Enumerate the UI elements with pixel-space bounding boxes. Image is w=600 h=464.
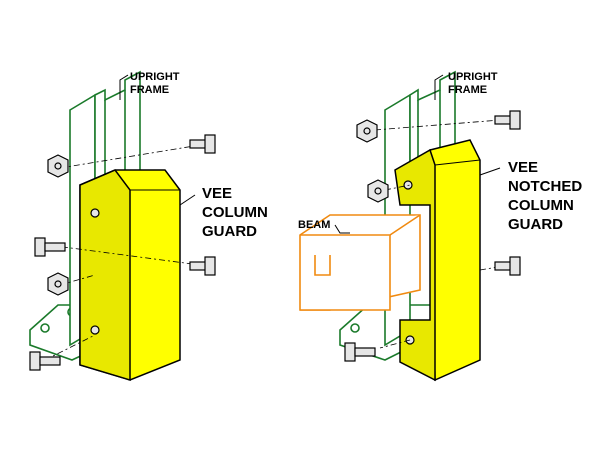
bolt-icon — [29, 351, 61, 371]
right-guard-label-line3: COLUMN — [508, 197, 574, 214]
left-bolts — [29, 134, 216, 371]
left-guard-label-line3: GUARD — [202, 223, 257, 240]
bolt-icon — [494, 110, 521, 130]
right-bolts — [344, 110, 521, 362]
bolt-icon — [494, 256, 521, 276]
left-vee-column-guard — [79, 169, 181, 382]
right-guard-leader — [479, 167, 501, 176]
left-guard-leader — [179, 194, 196, 206]
beam-leader — [334, 224, 350, 234]
bolt-icon — [344, 342, 376, 362]
hex-nut-icon — [367, 179, 389, 203]
beam-label: BEAM — [298, 219, 330, 231]
bolt-icon — [34, 237, 66, 257]
hex-nut-icon — [356, 119, 378, 143]
bolt-icon — [189, 256, 216, 276]
left-frame-label-line2: FRAME — [130, 84, 169, 96]
right-guard-label-line2: NOTCHED — [508, 178, 582, 195]
beam — [299, 214, 421, 311]
left-frame-label-line1: UPRIGHT — [130, 71, 180, 83]
right-frame-label-line1: UPRIGHT — [448, 71, 498, 83]
right-frame-leader — [434, 74, 444, 100]
left-assembly: UPRIGHT FRAME VEE COLUMN GUARD — [29, 70, 268, 382]
right-frame-label-line2: FRAME — [448, 84, 487, 96]
right-guard-label-line4: GUARD — [508, 216, 563, 233]
right-assembly: UPRIGHT FRAME VEE NOTCHED COLUMN GUARD B… — [298, 70, 582, 382]
right-vee-notched-column-guard — [394, 139, 481, 382]
left-frame-leader — [119, 74, 129, 100]
left-guard-label-line1: VEE — [202, 185, 232, 202]
left-guard-label-line2: COLUMN — [202, 204, 268, 221]
hex-nut-icon — [47, 272, 69, 296]
right-guard-label-line1: VEE — [508, 159, 538, 176]
bolt-icon — [189, 134, 216, 154]
hex-nut-icon — [47, 154, 69, 178]
